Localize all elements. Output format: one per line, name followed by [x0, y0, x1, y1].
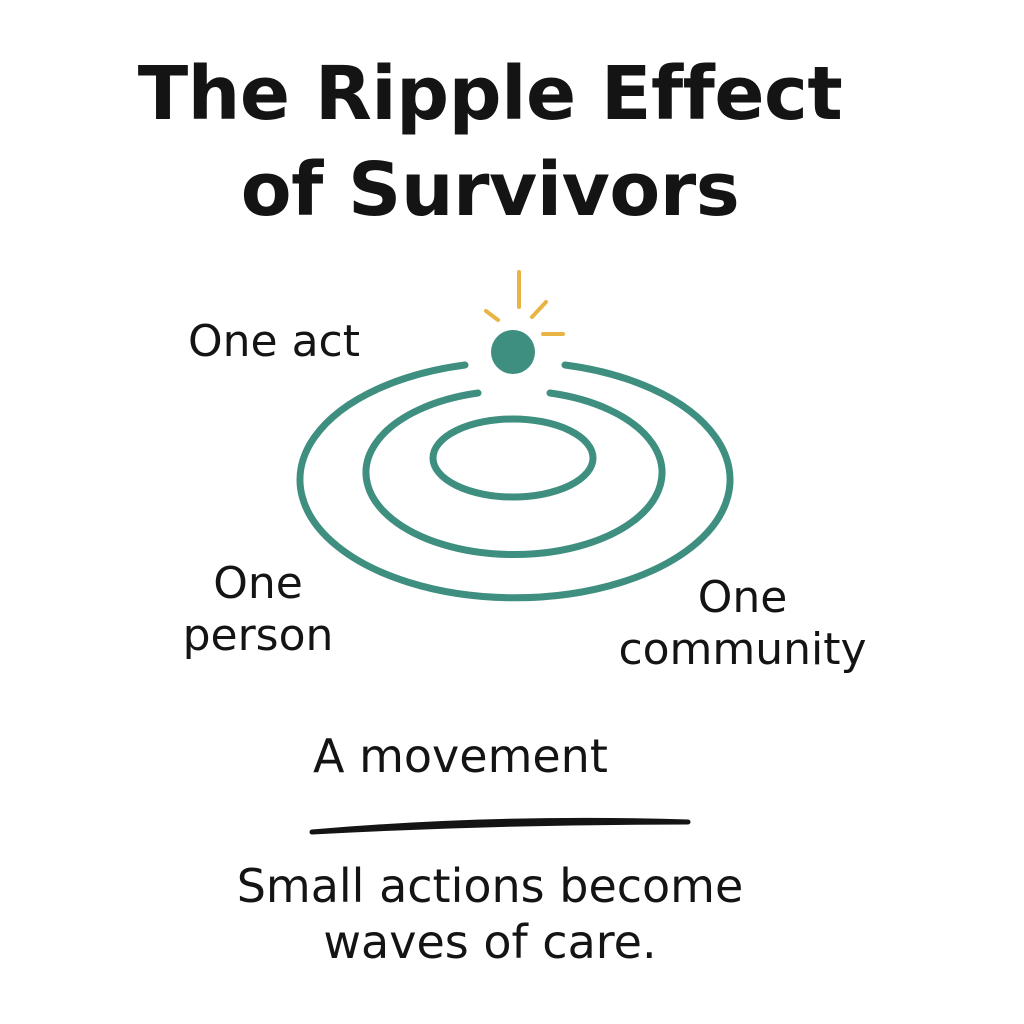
- divider-line: [309, 817, 691, 835]
- tagline: Small actions become waves of care.: [140, 858, 840, 970]
- label-one-person-line-2: person: [182, 610, 334, 661]
- tagline-line-1: Small actions become: [236, 859, 744, 913]
- label-one-community-line-1: One: [697, 572, 788, 623]
- label-one-community-line-2: community: [618, 624, 867, 675]
- label-one-person-line-1: One: [213, 558, 303, 609]
- label-one-person: One person: [168, 558, 348, 662]
- ripple-ring-outer: [296, 361, 734, 602]
- label-one-community: One community: [590, 572, 895, 676]
- title-line-1: The Ripple Effect: [137, 51, 843, 137]
- ripple-ring-inner: [429, 415, 597, 501]
- label-one-act: One act: [188, 316, 360, 367]
- page-title: The Ripple Effect of Survivors: [0, 46, 980, 238]
- ripple-ring-middle: [362, 389, 666, 558]
- drop-dot: [491, 330, 535, 374]
- spark-icon: [484, 270, 565, 336]
- tagline-line-2: waves of care.: [323, 915, 657, 969]
- label-a-movement: A movement: [313, 729, 608, 783]
- title-line-2: of Survivors: [240, 147, 740, 233]
